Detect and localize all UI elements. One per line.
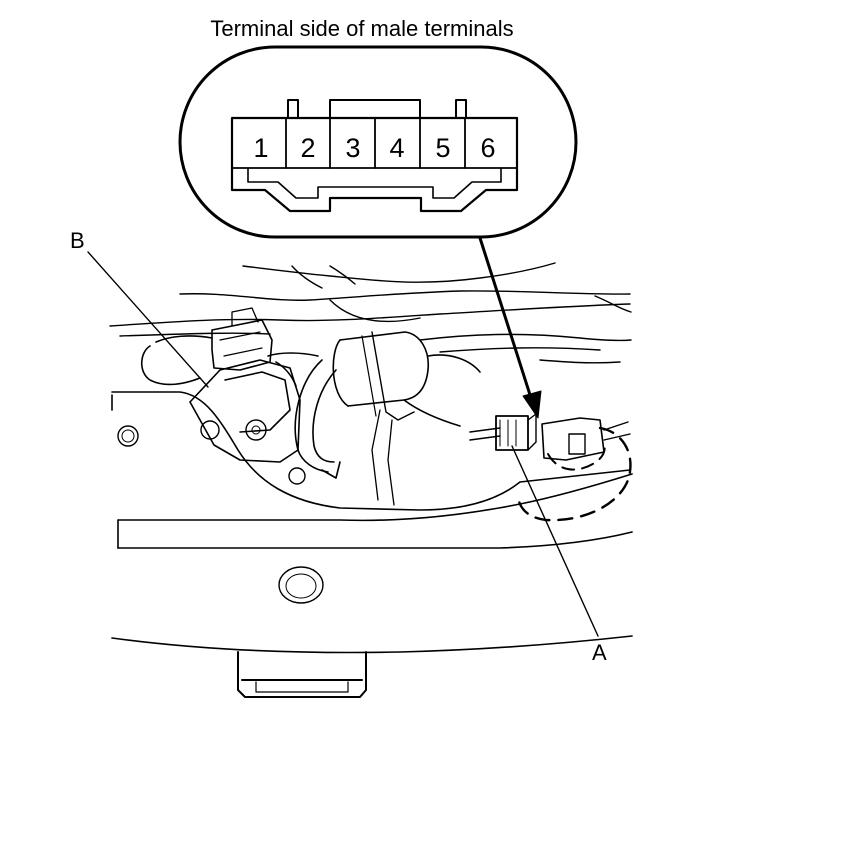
- hose: [294, 359, 341, 479]
- lower-bracket: [237, 651, 367, 698]
- zoom-bubble: [178, 45, 578, 239]
- pin-number: 1: [253, 133, 268, 163]
- locking-key: [455, 99, 467, 119]
- frame-hole-inner: [285, 573, 317, 599]
- callout-label-a: A: [592, 640, 607, 665]
- frame-hole: [278, 566, 324, 604]
- connector-housing: [230, 116, 519, 213]
- pin-number: 6: [480, 133, 495, 163]
- frame-hole-inner: [121, 429, 135, 443]
- highlight-outline: [516, 426, 632, 522]
- highlight-outline: [547, 441, 606, 471]
- callout-b: B: [70, 228, 209, 388]
- housing-inner-edge: [247, 167, 502, 199]
- callout-a: A: [511, 445, 607, 665]
- mating-connector: [541, 417, 631, 461]
- center-key: [329, 99, 421, 119]
- pin-number: 4: [389, 133, 404, 163]
- pin-number: 3: [345, 133, 360, 163]
- bolt-head: [288, 467, 306, 485]
- view-title: Terminal side of male terminals: [210, 16, 513, 41]
- view-arrow: [478, 236, 542, 419]
- component-b: [140, 307, 319, 463]
- pipe-with-clamp: [332, 331, 481, 506]
- connector-face-view: 1 2 3 4 5 6: [178, 45, 578, 239]
- pin-number: 2: [300, 133, 315, 163]
- callout-label-b: B: [70, 228, 85, 253]
- frame-member: [111, 391, 633, 654]
- pin-number: 5: [435, 133, 450, 163]
- wire-harness: [109, 262, 632, 364]
- frame-hole: [117, 425, 139, 447]
- locking-key: [287, 99, 299, 119]
- connector-a: [469, 413, 537, 451]
